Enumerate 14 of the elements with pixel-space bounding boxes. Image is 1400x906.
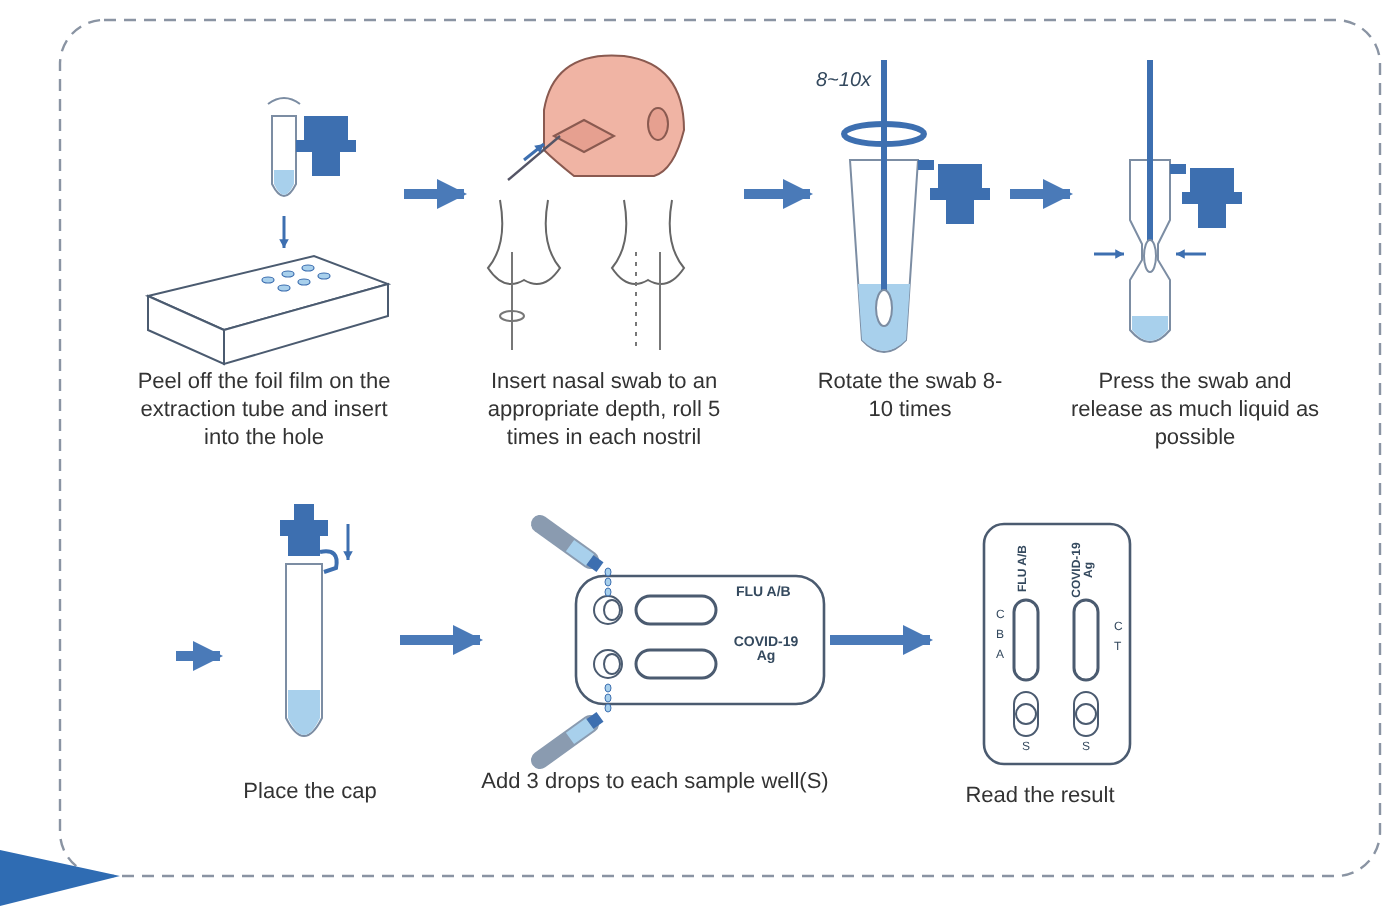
flow-arrow	[400, 625, 483, 655]
flow-arrow	[1010, 179, 1073, 209]
step-caption: Place the cap	[241, 780, 379, 808]
step-caption: Read the result	[963, 784, 1117, 812]
flow-arrow	[404, 179, 467, 209]
step-caption: Add 3 drops to each sample well(S)	[480, 770, 830, 798]
flow-arrow	[830, 625, 933, 655]
step-caption: Peel off the foil film on the extraction tube and insert into the hole	[135, 370, 393, 453]
flow-arrow	[176, 641, 223, 671]
flow-arrow	[744, 179, 813, 209]
step-caption: Rotate the swab 8-10 times	[815, 370, 1005, 425]
count-label: 8~10x	[816, 72, 872, 92]
step-caption: Insert nasal swab to an appropriate depth, roll 5 times in each nostril	[485, 370, 723, 453]
step-caption: Press the swab and release as much liquid as possible	[1070, 370, 1320, 453]
